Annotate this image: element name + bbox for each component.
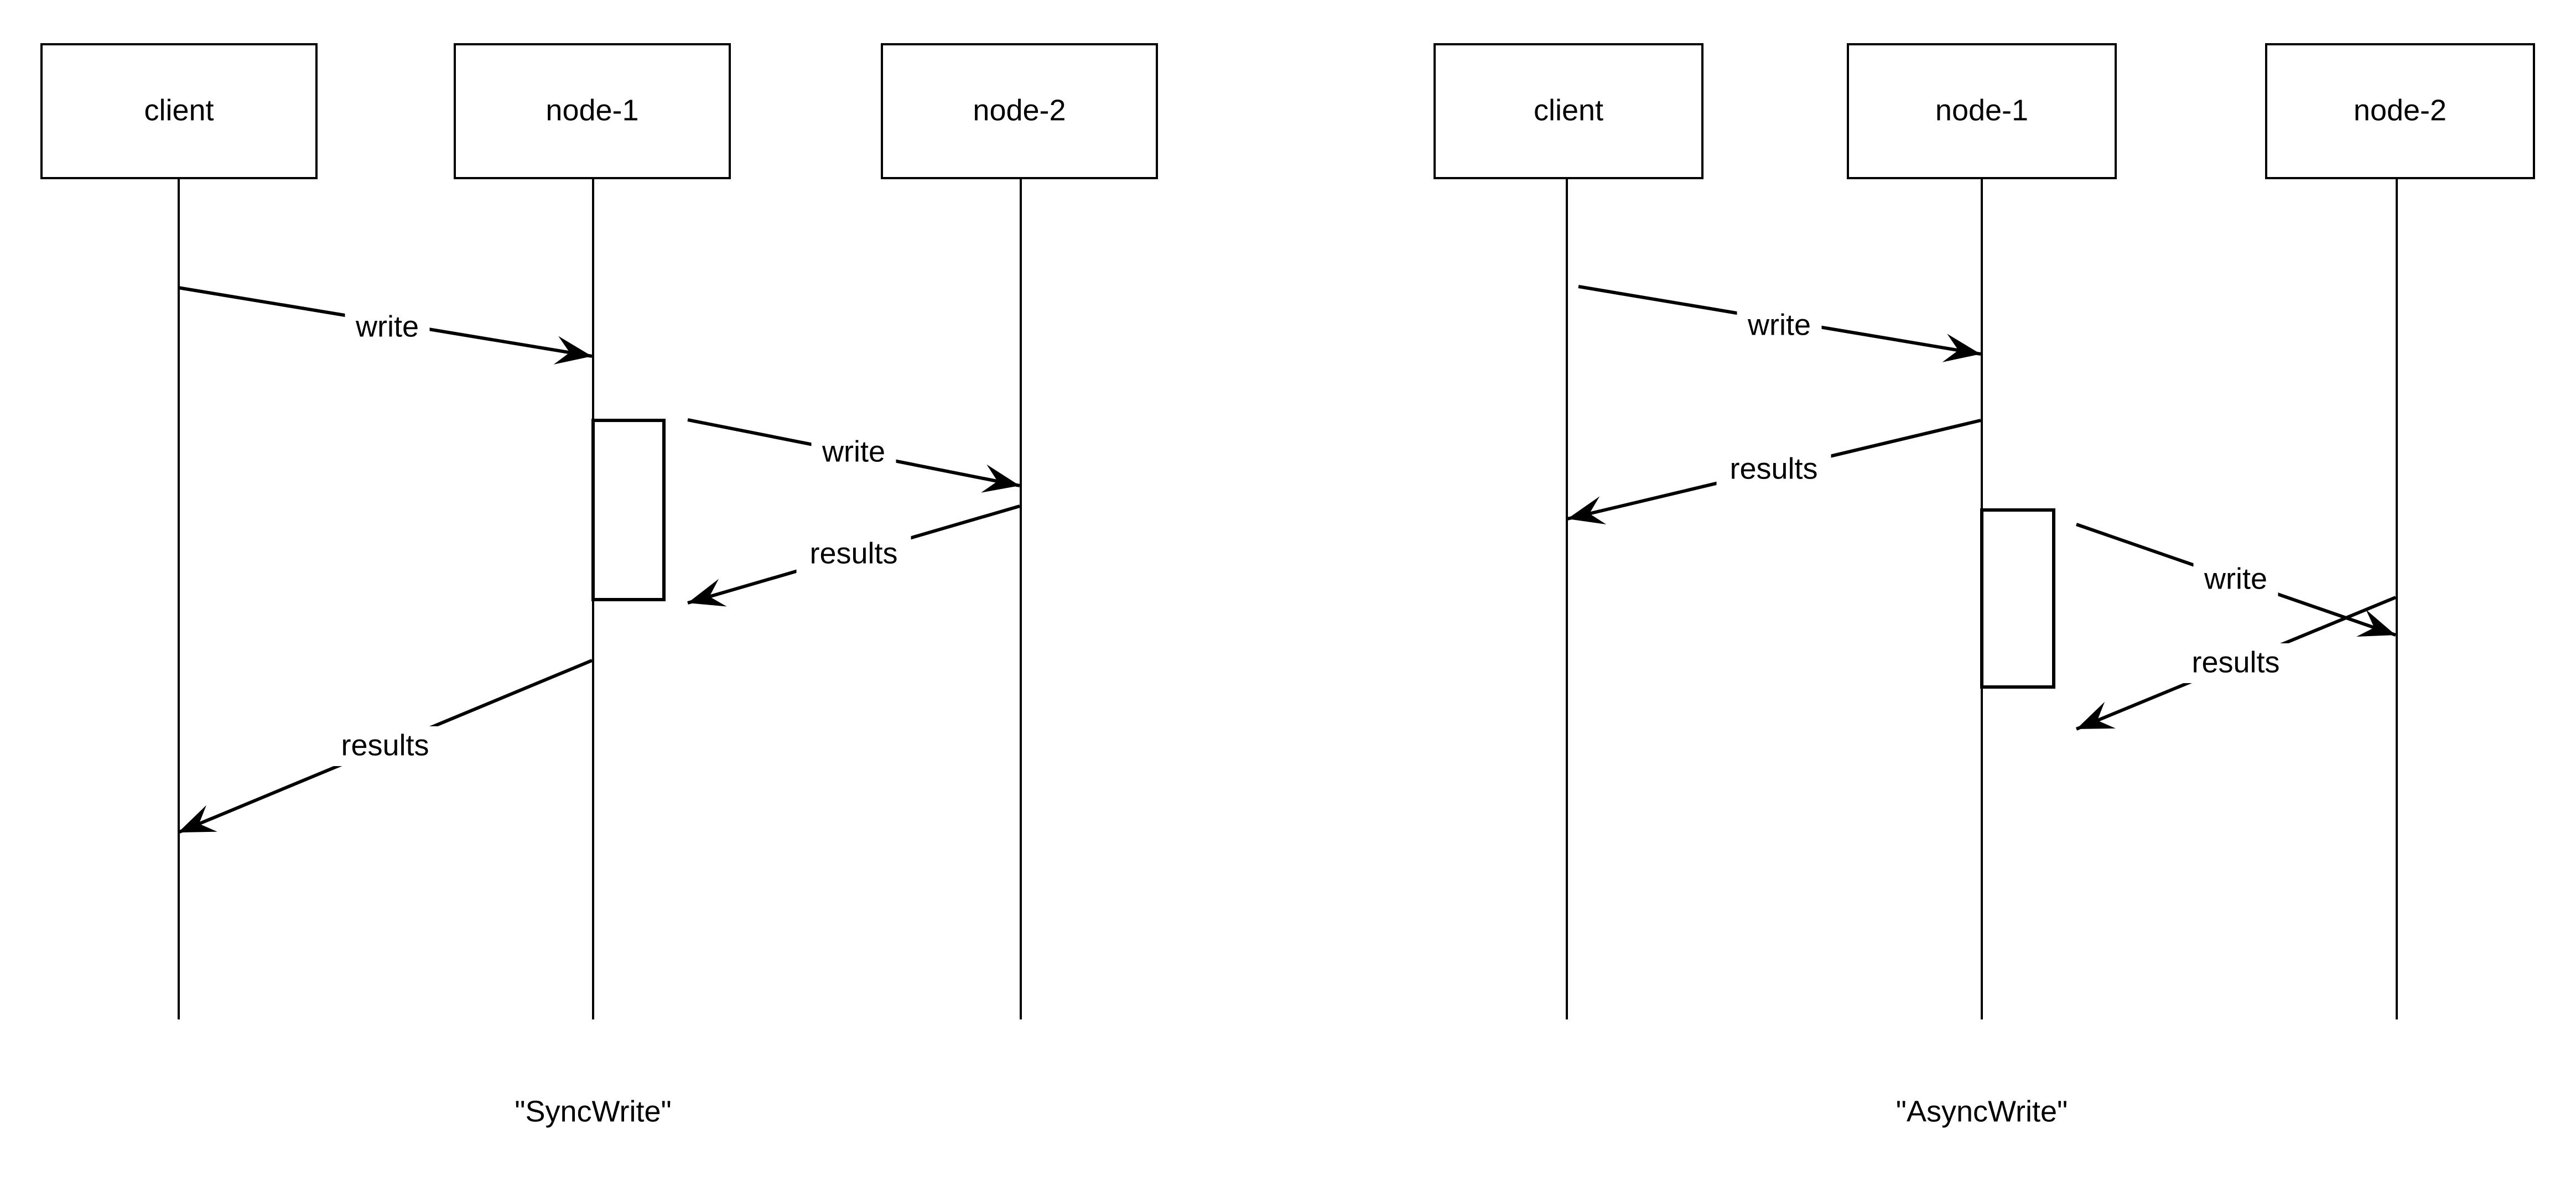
message-client-write-node1[interactable]: write	[1578, 285, 1981, 362]
message-label-backdrop	[2193, 560, 2278, 600]
arrow-head-icon	[553, 336, 592, 365]
message-node1-write-node2[interactable]: write	[2076, 523, 2396, 637]
message-node2-results-node1[interactable]: results	[687, 504, 1020, 607]
arrow-head-icon	[1567, 496, 1607, 524]
participant-label-node-2: node-2	[2354, 93, 2447, 127]
message-label-node1-results-client: results	[341, 728, 429, 762]
participant-node-1[interactable]: node-1	[1847, 43, 2117, 1019]
participant-box-node-1[interactable]	[1847, 43, 2117, 179]
participant-box-client[interactable]	[1434, 43, 1704, 179]
message-label-node2-results-node1: results	[809, 537, 897, 570]
participant-client[interactable]: client	[40, 43, 318, 1019]
arrow-head-icon	[688, 579, 727, 607]
participant-box-node-1[interactable]	[454, 43, 731, 179]
participant-node-2[interactable]: node-2	[881, 43, 1158, 1019]
message-label-backdrop	[345, 308, 430, 347]
participant-client[interactable]: client	[1434, 43, 1704, 1019]
participant-label-client: client	[144, 93, 214, 127]
sequence-diagram-sync-write: client node-1 node-2 write write results resul…	[40, 43, 1158, 1128]
arrow-head-icon	[981, 464, 1020, 493]
activation-box-node-1-activation	[1980, 508, 2055, 689]
arrow-head-icon	[1942, 334, 1981, 362]
participant-label-node-1: node-1	[1935, 93, 2028, 127]
diagram-caption-async-write: "AsyncWrite"	[1896, 1095, 2068, 1128]
message-label-backdrop	[1716, 450, 1831, 490]
message-label-backdrop	[328, 726, 443, 766]
message-label-node1-results-client: results	[1730, 452, 1817, 485]
message-label-backdrop	[2178, 643, 2293, 683]
participant-box-client[interactable]	[40, 43, 318, 179]
arrow-head-icon	[2076, 701, 2116, 729]
participant-label-client: client	[1534, 93, 1603, 127]
arrow-head-icon	[2356, 609, 2396, 637]
message-node1-results-client[interactable]: results	[1567, 419, 1981, 524]
message-label-node2-results-node1: results	[2191, 646, 2279, 679]
participant-node-1[interactable]: node-1	[454, 43, 731, 1019]
participant-box-node-2[interactable]	[881, 43, 1158, 179]
participant-box-node-2[interactable]	[2265, 43, 2535, 179]
participant-label-node-2: node-2	[973, 93, 1066, 127]
arrow-head-icon	[178, 805, 217, 832]
message-label-backdrop	[811, 433, 896, 472]
message-label-backdrop	[1737, 306, 1822, 346]
participant-label-node-1: node-1	[546, 93, 638, 127]
message-label-node1-write-node2: write	[822, 435, 885, 468]
diagram-caption-sync-write: "SyncWrite"	[515, 1095, 671, 1128]
message-label-backdrop	[796, 534, 911, 574]
message-node2-results-node1[interactable]: results	[2075, 596, 2397, 731]
message-node1-write-node2[interactable]: write	[687, 418, 1020, 493]
message-label-client-write-node1: write	[355, 310, 419, 343]
message-client-write-node1[interactable]: write	[178, 286, 593, 365]
activation-box-node-1-activation	[591, 419, 666, 601]
message-label-node1-write-node2: write	[2204, 562, 2267, 595]
message-node1-results-client[interactable]: results	[177, 659, 593, 834]
sequence-diagram-async-write: client node-1 node-2 write results write resul…	[1434, 43, 2535, 1128]
participant-node-2[interactable]: node-2	[2265, 43, 2535, 1019]
message-label-client-write-node1: write	[1747, 308, 1811, 341]
